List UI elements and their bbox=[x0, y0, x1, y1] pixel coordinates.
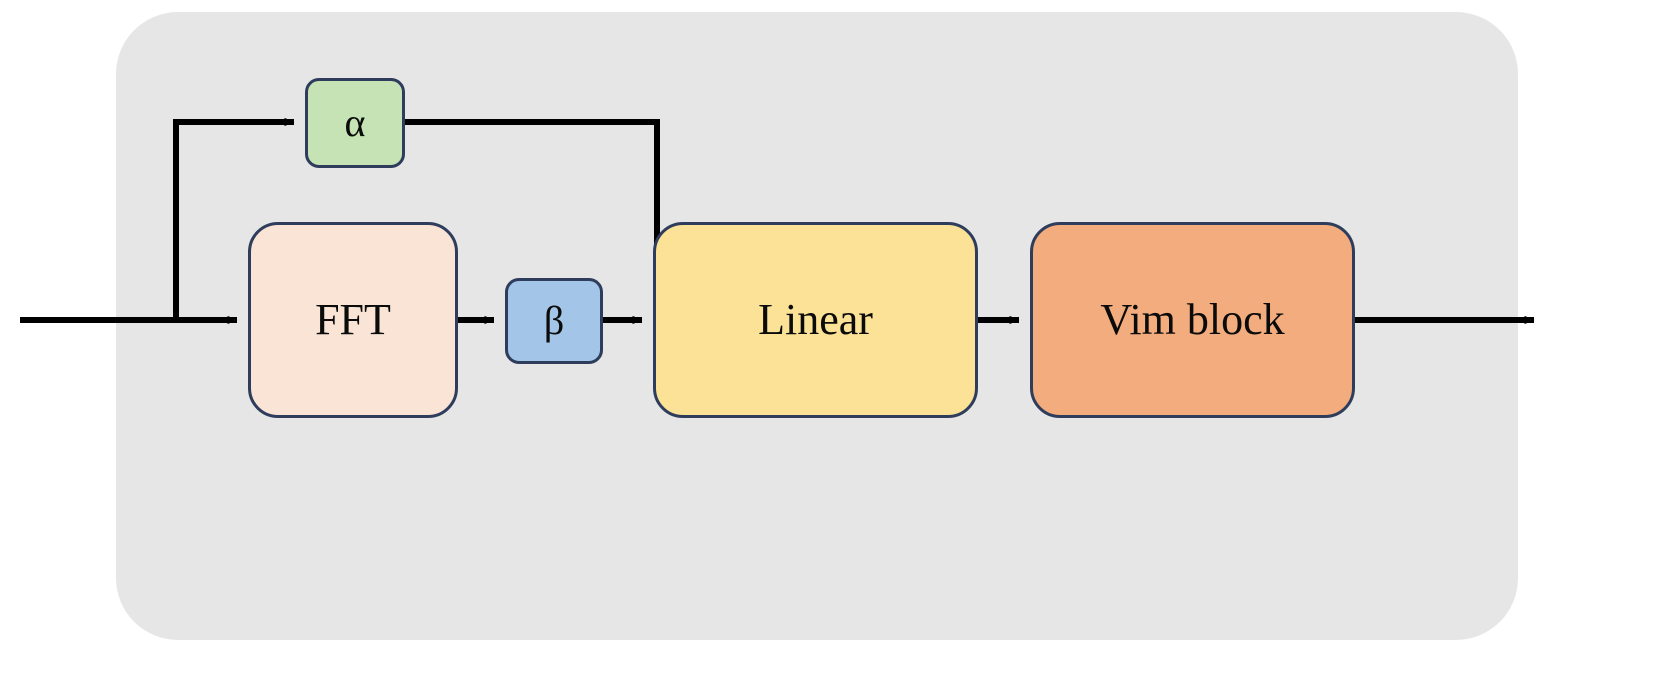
node-linear[interactable]: Linear bbox=[653, 222, 978, 418]
node-fft[interactable]: FFT bbox=[248, 222, 458, 418]
node-beta-label: β bbox=[543, 298, 565, 343]
node-fft-label: FFT bbox=[315, 295, 391, 344]
node-beta[interactable]: β bbox=[505, 278, 603, 364]
node-linear-label: Linear bbox=[758, 295, 873, 344]
node-alpha[interactable]: α bbox=[305, 78, 405, 168]
node-vim-block[interactable]: Vim block bbox=[1030, 222, 1355, 418]
node-alpha-label: α bbox=[344, 100, 366, 145]
node-vim-block-label: Vim block bbox=[1100, 295, 1285, 344]
